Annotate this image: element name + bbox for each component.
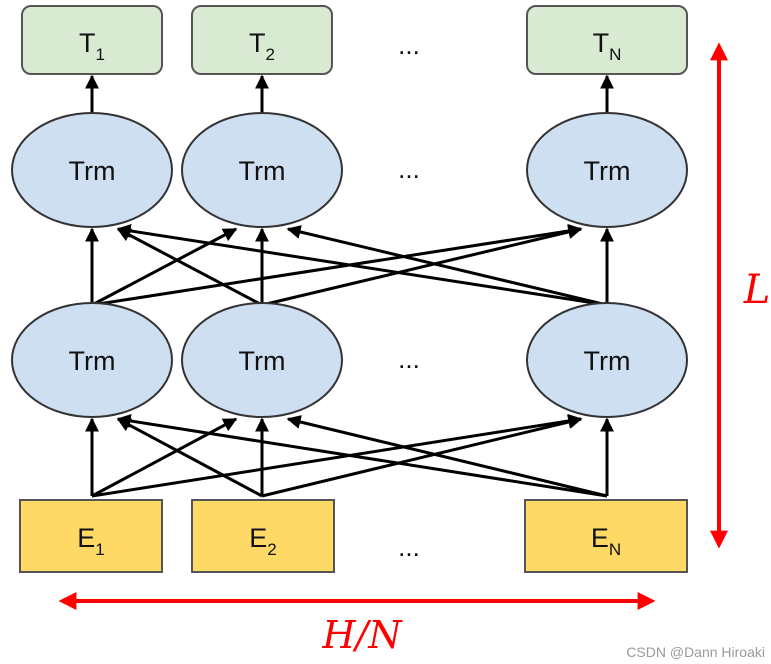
output-box-1: T1 [21, 5, 163, 75]
embedding-label-n: E [591, 523, 609, 553]
embedding-box-1: E1 [19, 499, 163, 573]
trm-label-upper-n: Trm [584, 156, 631, 186]
output-box-2: T2 [191, 5, 333, 75]
ellipsis-upper-layer: ... [398, 154, 420, 184]
embedding-to-lower-arrow [116, 417, 263, 498]
embedding-to-lower-arrow [116, 414, 608, 498]
svg-text:E1: E1 [77, 523, 104, 559]
trm-node-upper-2: Trm [181, 112, 343, 228]
embedding-to-lower-arrow [286, 415, 608, 498]
trm-node-upper-n: Trm [526, 112, 688, 228]
embedding-subscript-1: 1 [95, 540, 104, 559]
output-label-n: T [593, 28, 610, 58]
trm-node-upper-1: Trm [11, 112, 173, 228]
ellipsis-embeddings: ... [398, 532, 420, 562]
trm-node-lower-2: Trm [181, 302, 343, 418]
output-subscript-1: 1 [96, 45, 105, 64]
svg-text:T1: T1 [79, 28, 105, 64]
connection-arrows [85, 74, 614, 498]
lower-to-upper-arrow [286, 225, 608, 307]
lower-to-upper-arrow [116, 227, 263, 307]
svg-text:TN: TN [593, 28, 622, 64]
trm-label-upper-2: Trm [239, 156, 286, 186]
embedding-box-2: E2 [191, 499, 335, 573]
watermark: CSDN @Dann Hiroaki [626, 644, 765, 660]
embedding-to-lower-arrow [91, 414, 583, 498]
ellipsis-outputs: ... [398, 30, 420, 60]
embedding-subscript-2: 2 [267, 540, 276, 559]
embedding-label-2: E [249, 523, 267, 553]
output-label-1: T [79, 28, 96, 58]
trm-label-lower-n: Trm [584, 346, 631, 376]
lower-to-upper-arrow [116, 224, 608, 307]
trm-label-upper-1: Trm [69, 156, 116, 186]
lower-to-upper-arrow [91, 227, 238, 307]
svg-text:T2: T2 [249, 28, 275, 64]
trm-label-lower-1: Trm [69, 346, 116, 376]
output-label-2: T [249, 28, 266, 58]
depth-label: L [743, 267, 771, 313]
embedding-to-lower-arrow [261, 415, 583, 498]
embedding-label-1: E [77, 523, 95, 553]
trm-node-lower-1: Trm [11, 302, 173, 418]
width-label: H/N [321, 613, 403, 657]
output-subscript-n: N [609, 45, 621, 64]
lower-to-upper-arrow [261, 225, 583, 307]
lower-to-upper-arrow [91, 224, 583, 307]
output-subscript-2: 2 [266, 45, 275, 64]
embedding-box-n: EN [524, 499, 688, 573]
trm-label-lower-2: Trm [239, 346, 286, 376]
ellipsis-lower-layer: ... [398, 344, 420, 374]
svg-text:E2: E2 [249, 523, 276, 559]
embedding-subscript-n: N [609, 540, 621, 559]
output-box-n: TN [526, 5, 688, 75]
embedding-to-lower-arrow [91, 417, 238, 498]
trm-node-lower-n: Trm [526, 302, 688, 418]
svg-text:EN: EN [591, 523, 621, 559]
